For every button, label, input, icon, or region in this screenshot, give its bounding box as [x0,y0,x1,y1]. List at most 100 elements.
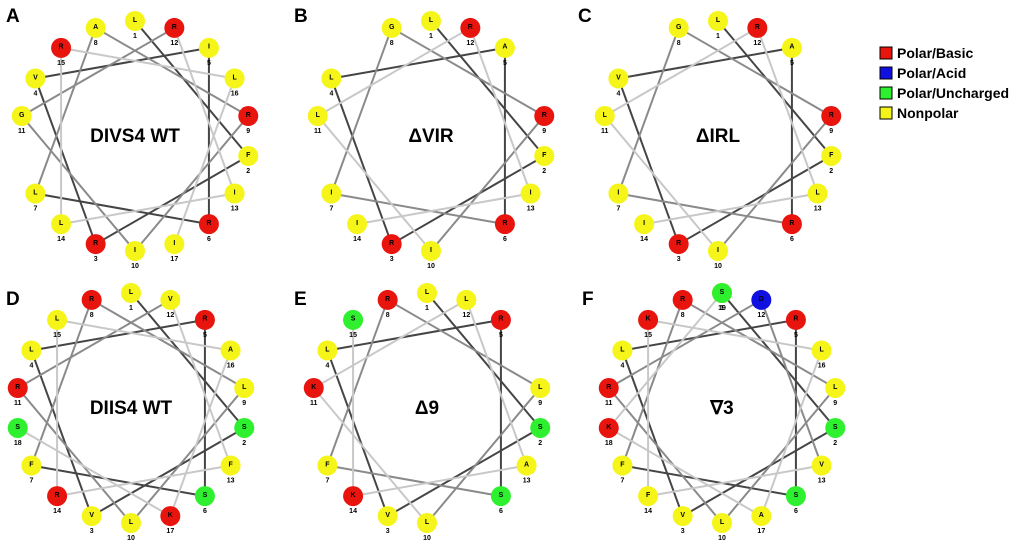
residue-letter: R [172,24,177,31]
residue-number: 12 [753,40,761,47]
residue-letter: L [620,346,625,353]
residue-letter: R [676,240,681,247]
residue-2: F2 [821,145,842,175]
residue-circle [234,417,255,438]
residue-letter: L [316,112,321,119]
helix-bonds [20,20,250,252]
residue-5: A5 [494,37,515,67]
residue-number: 3 [677,256,681,263]
bond-line [169,299,232,466]
residue-3: V3 [377,506,398,535]
residue-number: 13 [818,478,826,485]
residue-number: 6 [794,508,798,515]
residue-letter: R [93,240,98,247]
panel-title: DIIS4 WT [90,398,173,419]
legend-swatch [879,46,893,60]
residue-number: 8 [681,312,685,319]
residue-number: 13 [231,206,239,213]
residue-circle [321,183,342,204]
residue-6: R6 [494,214,515,243]
residue-number: 14 [644,508,652,515]
residue-letter: L [603,112,608,119]
residue-letter: A [789,44,794,51]
residue-number: 10 [718,535,726,542]
residue-12: L12 [456,289,477,319]
residue-10: L10 [121,513,141,542]
residue-number: 5 [794,332,798,339]
bond-line [760,350,823,517]
residue-letter: L [59,220,64,227]
residue-letter: L [29,346,34,353]
helix-bonds [607,292,837,524]
residue-letter: R [793,316,798,323]
residue-number: 8 [386,312,390,319]
residue-number: 7 [329,206,333,213]
residue-16: L16 [811,340,832,370]
residue-number: 5 [503,60,507,67]
residue-4: L4 [321,68,342,98]
bond-line [95,27,249,117]
residue-circle [234,378,255,399]
residue-number: 2 [538,440,542,447]
residue-2: S2 [530,417,551,447]
residue-number: 8 [94,40,98,47]
residue-circle [417,513,437,533]
residue-circle [494,214,515,235]
residue-number: 14 [640,236,648,243]
bond-line [313,299,467,389]
residue-letter: F [246,152,251,159]
residue-letter: L [538,384,543,391]
residue-circle [751,506,772,527]
bond-line [16,387,132,524]
residue-number: 2 [246,168,250,175]
residue-14: I14 [347,214,368,243]
residue-letter: A [759,512,764,519]
residue-letter: R [246,112,251,119]
bond-line [31,318,206,352]
residue-number: 18 [14,440,22,447]
residue-9: L9 [234,378,255,407]
residue-letter: V [168,296,173,303]
residue-1: L1 [421,11,441,40]
residue-letter: I [330,189,332,196]
residue-circle [224,68,245,89]
residue-number: 13 [814,206,822,213]
residue-circle [530,417,551,438]
residue-11: R11 [7,378,28,407]
residue-13: F13 [220,455,241,485]
residue-letter: D [759,296,764,303]
residue-number: 9 [833,400,837,407]
residue-number: 16 [818,363,826,370]
residue-3: R3 [85,234,106,263]
residue-circle [638,486,659,507]
residue-letter: S [794,492,799,499]
residue-circle [125,11,145,31]
residue-circle [747,17,768,38]
bond-line [330,27,393,194]
residue-number: 15 [53,332,61,339]
bond-line [426,387,542,524]
residue-4: V4 [25,68,46,98]
bond-line [330,78,393,245]
residue-8: R8 [377,289,398,319]
residue-number: 17 [757,528,765,535]
residue-15: K15 [638,309,659,339]
residue-number: 10 [131,263,139,270]
residue-letter: F [829,152,834,159]
bond-line [20,115,136,252]
residue-letter: R [542,112,547,119]
residue-letter: R [829,112,834,119]
bond-line [426,292,542,429]
residue-circle [708,11,728,31]
residue-letter: L [329,74,334,81]
bond-line [647,318,822,352]
residue-11: G11 [11,106,32,135]
residue-letter: L [129,289,134,296]
residue-circle [781,214,802,235]
residue-circle [125,241,145,261]
residue-letter: L [815,189,820,196]
residue-circle [317,455,338,476]
bond-line [608,427,762,517]
residue-letter: R [606,384,611,391]
